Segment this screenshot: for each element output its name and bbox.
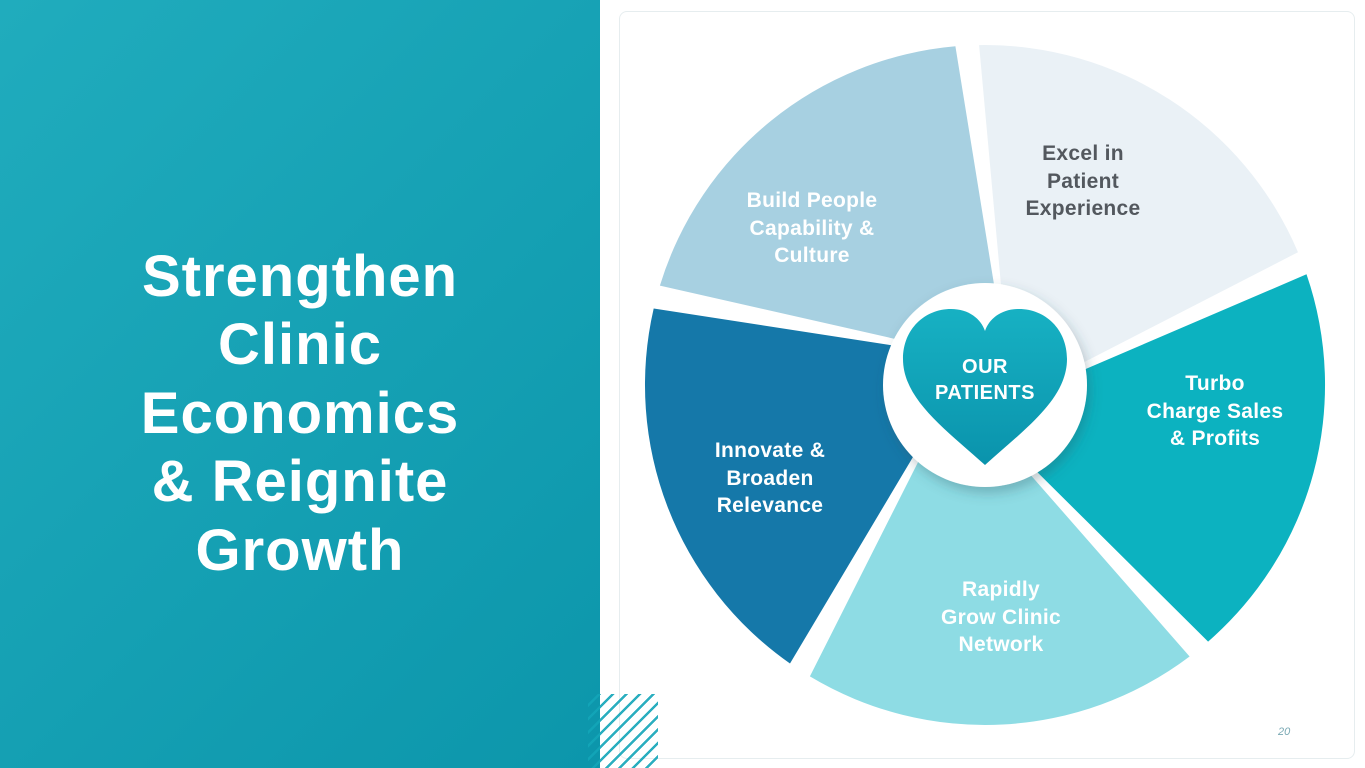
segment-build-people-capability-culture [659, 46, 998, 344]
segment-rapidly-grow-clinic-network [809, 441, 1190, 725]
segment-label-innovate-broaden-relevance: Innovate & Broaden Relevance [714, 439, 826, 518]
strategy-wheel-svg [644, 45, 1326, 725]
segment-label-turbo-charge-sales-profits: Turbo Charge Sales & Profits [1146, 372, 1284, 451]
corner-stripes-decoration [588, 694, 658, 768]
segment-innovate-broaden-relevance [644, 308, 925, 664]
slide-title: Strengthen Clinic Economics & Reignite G… [140, 243, 460, 583]
segment-label-excel-patient-experience: Excel in Patient Experience [1025, 142, 1141, 221]
strategy-wheel-diagram: Excel in Patient Experience Turbo Charge… [625, 25, 1345, 745]
segment-label-build-people-capability-culture: Build People Capability & Culture [746, 189, 878, 268]
segment-turbo-charge-sales-profits [1021, 274, 1326, 642]
segment-excel-patient-experience [979, 45, 1298, 373]
segment-label-rapidly-grow-clinic-network: Rapidly Grow Clinic Network [941, 578, 1061, 657]
center-label-our-patients: OUR PATIENTS [935, 356, 1035, 404]
heart-icon [903, 309, 1067, 465]
title-panel: Strengthen Clinic Economics & Reignite G… [0, 0, 600, 768]
page-number: 20 [1278, 726, 1291, 738]
